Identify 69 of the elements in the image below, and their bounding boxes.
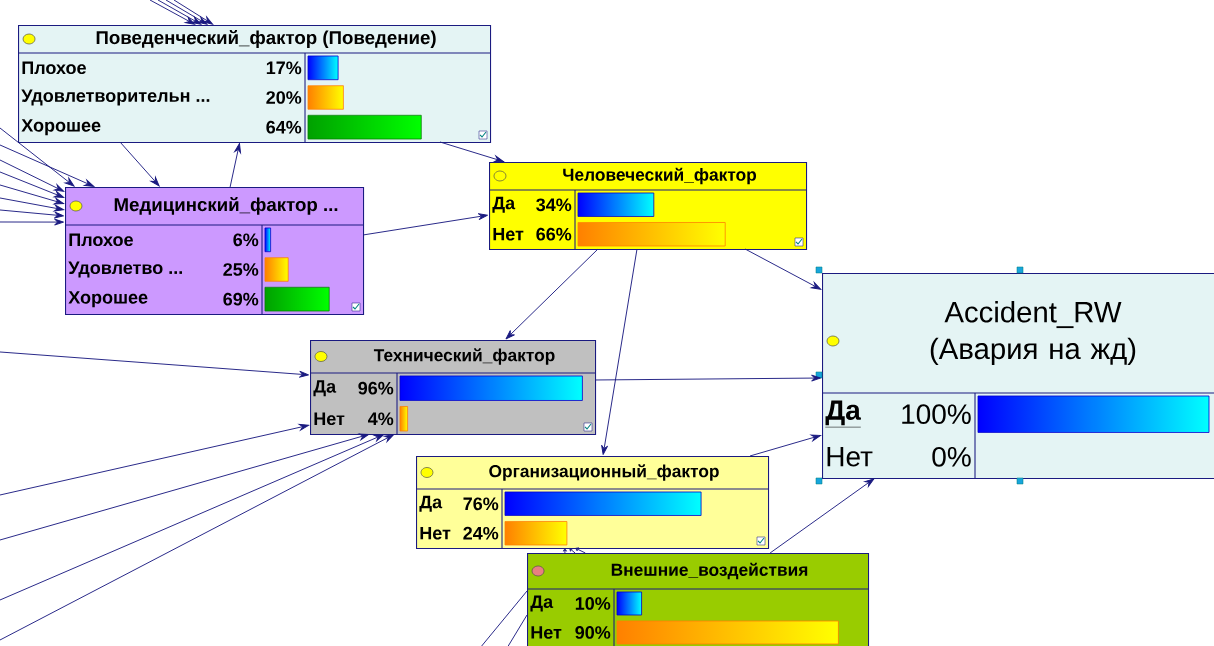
arrow	[0, 184, 65, 205]
arrow	[0, 171, 65, 198]
probability-value: 6%	[233, 233, 259, 247]
probability-value: 66%	[536, 227, 572, 241]
state-label: Удовлетворительн ...	[21, 89, 210, 106]
arrow	[439, 141, 504, 163]
arrow	[0, 423, 310, 496]
arrow	[165, 0, 208, 25]
arrow	[173, 0, 214, 25]
arrow	[0, 144, 95, 187]
arrow	[0, 127, 75, 187]
state-label: Нет	[420, 526, 451, 540]
state-label: Плохое	[22, 61, 86, 75]
arrow	[594, 374, 821, 382]
arrow	[0, 209, 64, 219]
state-label: Хорошее	[68, 291, 148, 308]
state-label: Да	[530, 595, 554, 612]
probability-value: 90%	[575, 626, 611, 639]
arrow	[769, 478, 875, 554]
arrow	[149, 0, 196, 25]
state-label: Хорошее	[21, 119, 101, 136]
probability-value: 100%	[902, 404, 971, 425]
probability-value: 20%	[266, 91, 302, 104]
state-label: Удовлетво ...	[68, 261, 182, 278]
state-label: Да	[825, 400, 862, 428]
arrow	[0, 434, 395, 641]
node-title: Организационный_фактор	[489, 464, 719, 481]
probability-value: 10%	[575, 597, 611, 610]
probability-value: 0%	[932, 446, 971, 467]
arrow	[0, 218, 64, 226]
node-title: Медицинский_фактор ...	[114, 197, 338, 215]
probability-value: 34%	[536, 198, 572, 212]
arrow	[0, 197, 65, 212]
arrow	[362, 213, 488, 236]
arrow	[749, 434, 822, 457]
probability-value: 17%	[266, 61, 302, 75]
state-label: Нет	[531, 626, 562, 639]
state-label: Да	[419, 495, 443, 512]
arrow	[0, 159, 65, 192]
probability-value: 64%	[266, 120, 302, 134]
probability-value: 4%	[368, 412, 394, 426]
state-label: Нет	[827, 447, 873, 467]
state-label: Плохое	[69, 233, 133, 247]
probability-value: 24%	[463, 526, 499, 540]
arrow	[562, 548, 567, 554]
arrow	[119, 141, 160, 187]
node-title: Человеческий_фактор	[563, 167, 757, 185]
arrow	[229, 142, 241, 188]
probability-value: 69%	[223, 292, 259, 306]
state-label: Да	[492, 196, 516, 213]
probability-value: 25%	[223, 263, 259, 276]
arrow	[601, 248, 638, 455]
probability-value: 76%	[463, 497, 499, 511]
arrow	[505, 248, 599, 340]
state-label: Нет	[493, 227, 524, 241]
arrow	[0, 434, 385, 601]
arrow	[0, 433, 370, 541]
arrow	[744, 248, 822, 290]
arrow	[575, 547, 586, 554]
arrow	[569, 548, 576, 554]
state-label: Нет	[314, 412, 345, 426]
probability-value: 96%	[358, 381, 394, 395]
node-title: Внешние_воздействия	[611, 562, 808, 580]
arrow	[157, 0, 202, 25]
node-title: Поведенческий_фактор (Поведение)	[96, 30, 436, 48]
node-title: Accident_RW (Авария на жд)	[930, 301, 1136, 365]
state-label: Да	[313, 380, 337, 397]
arrow	[0, 351, 309, 378]
node-title: Технический_фактор	[373, 348, 555, 365]
